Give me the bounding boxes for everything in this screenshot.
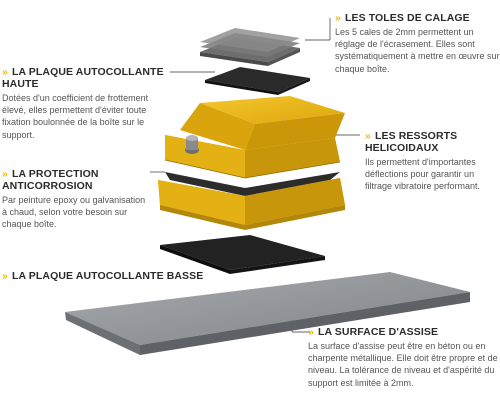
chevron-icon: » [2,66,8,78]
callout-title: »LES RESSORTS [365,130,458,142]
callout-title-line2: ANTICORROSION [2,180,93,192]
callout-text: Ils permettent d'importantes déflections… [365,157,481,192]
callout-toles-de-calage: »LES TOLES DE CALAGE Les 5 cales de 2mm … [335,12,500,75]
shim-stack-image [200,28,300,66]
lower-adhesive-plate-image [160,235,325,274]
chevron-icon: » [365,130,371,142]
upper-adhesive-plate-image [205,67,310,95]
chevron-icon: » [335,12,341,24]
callout-text: Par peinture epoxy ou galvanisation à ch… [2,195,146,230]
chevron-icon: » [2,168,8,180]
callout-text: Dotées d'un coefficient de frottement él… [2,93,149,140]
chevron-icon: » [2,270,8,282]
callout-title: »LES TOLES DE CALAGE [335,12,470,24]
callout-plaque-haute: »LA PLAQUE AUTOCOLLANTE HAUTE Dotées d'u… [2,66,174,141]
lower-box-image [158,178,345,230]
chevron-icon: » [308,326,314,338]
callout-surface-assise: »LA SURFACE D'ASSISE La surface d'assise… [308,326,498,389]
spring-band-image [165,172,340,196]
callout-title-line2: HELICOIDAUX [365,142,439,154]
callout-plaque-basse: »LA PLAQUE AUTOCOLLANTE BASSE [2,270,222,282]
callout-title: »LA PLAQUE AUTOCOLLANTE BASSE [2,270,204,282]
callout-title: »LA SURFACE D'ASSISE [308,326,439,338]
callout-protection: »LA PROTECTION ANTICORROSION Par peintur… [2,168,152,231]
base-slab-image [65,272,470,355]
callout-title: »LA PLAQUE AUTOCOLLANTE HAUTE [2,66,164,90]
callout-text: La surface d'assise peut être en béton o… [308,341,498,388]
callout-text: Les 5 cales de 2mm permettent un réglage… [335,27,500,74]
callout-ressorts: »LES RESSORTS HELICOIDAUX Ils permettent… [365,130,500,193]
upper-box-image [164,96,345,179]
callout-title: »LA PROTECTION [2,168,99,180]
